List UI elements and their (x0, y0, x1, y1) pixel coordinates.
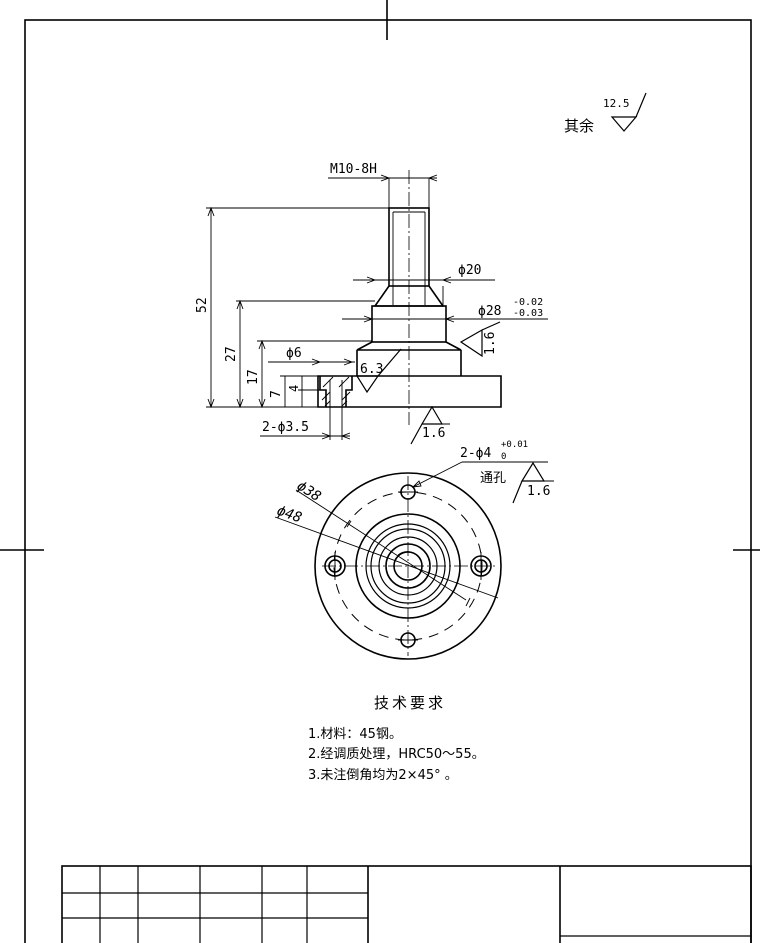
base-flange (317, 375, 502, 408)
hole-callout: 2-ϕ4 +0.01 0 通孔 1.6 (411, 440, 554, 504)
hole-note: 通孔 (480, 471, 506, 486)
tech-req-item-1: 1.材料：45钢。 (308, 727, 402, 742)
general-roughness-label: 其余 (564, 117, 594, 135)
thread-label: M10-8H (330, 162, 377, 177)
top-view: ϕ38 ϕ48 2-ϕ4 +0.01 0 通孔 1.6 (275, 440, 554, 660)
tech-req-title: 技术要求 (374, 694, 446, 712)
counterbore-hole-left (324, 552, 346, 580)
roughness-side-text: 1.6 (483, 332, 498, 355)
hole-top (398, 484, 418, 500)
phi6-text: ϕ6 (286, 346, 302, 361)
dim-height-4: 4 (287, 376, 320, 407)
dim-52-text: 52 (195, 297, 210, 313)
roughness-63-text: 6.3 (360, 362, 383, 377)
tech-req-item-2: 2.经调质处理，HRC50～55。 (308, 747, 485, 762)
dim-2phi35: 2-ϕ3.5 (260, 407, 351, 440)
dim-phi28: ϕ28 -0.02 -0.03 (342, 297, 548, 323)
dim-4-text: 4 (287, 385, 301, 392)
hole-tol-upper: +0.01 (501, 440, 528, 450)
technical-requirements: 技术要求 1.材料：45钢。 2.经调质处理，HRC50～55。 3.未注倒角均… (308, 694, 485, 783)
hole-bottom (398, 632, 418, 648)
hole-label: 2-ϕ4 (460, 446, 491, 461)
body (356, 350, 462, 376)
flange-outline-phi48 (314, 472, 502, 660)
body-circle (355, 513, 461, 619)
title-block (61, 865, 752, 943)
roughness-counterbore: 6.3 (355, 348, 402, 394)
phi38-text: ϕ38 (294, 478, 324, 505)
dim-phi20: ϕ20 (353, 263, 495, 306)
roughness-bottom-text: 1.6 (422, 426, 445, 441)
roughness-hole-text: 1.6 (527, 484, 550, 499)
phi20-text: ϕ20 (458, 263, 481, 278)
phi28-tol-lower: -0.03 (513, 308, 543, 319)
2phi35-text: 2-ϕ3.5 (262, 420, 309, 435)
dim-height-17: 17 (246, 339, 372, 409)
drawing-border (24, 19, 752, 943)
dim-27-text: 27 (224, 346, 239, 362)
dim-phi6: ϕ6 (268, 346, 355, 366)
dim-height-27: 27 (224, 299, 375, 409)
dim-17-text: 17 (246, 369, 261, 385)
counterbore-hole-right (470, 552, 492, 580)
dim-overall-height: 52 (195, 206, 389, 409)
dim-7-text: 7 (269, 390, 284, 398)
front-view: 52 27 17 7 4 (195, 162, 548, 445)
dim-height-7: 7 (269, 375, 318, 407)
phi48-text: ϕ48 (275, 503, 304, 527)
threaded-shank (388, 207, 430, 287)
collar-phi28 (371, 305, 447, 343)
phi28-text: ϕ28 (478, 304, 501, 319)
counterbore-section (319, 376, 353, 407)
tech-req-item-3: 3.未注倒角均为2×45° 。 (308, 768, 458, 783)
hole-tol-lower: 0 (501, 452, 506, 462)
general-roughness-value: 12.5 (603, 97, 630, 110)
roughness-bottom: 1.6 (410, 405, 450, 445)
general-roughness-symbol: 其余 12.5 (564, 92, 647, 135)
roughness-side: 1.6 (459, 321, 501, 358)
phi28-tol-upper: -0.02 (513, 297, 543, 308)
dim-thread: M10-8H (328, 162, 438, 208)
